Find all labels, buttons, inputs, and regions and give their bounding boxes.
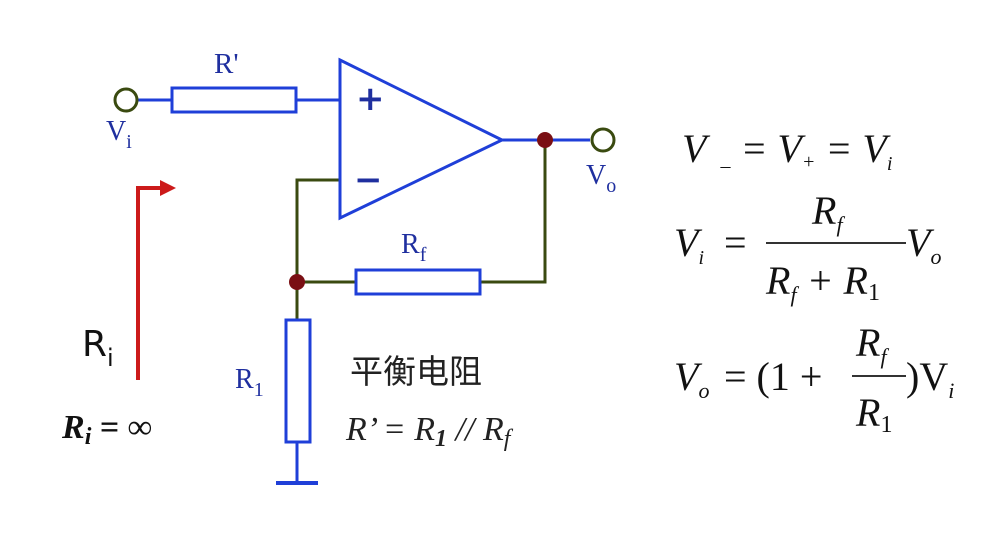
- balance-resistor-title: 平衡电阻: [350, 352, 482, 391]
- balance-f-f: f: [504, 426, 514, 452]
- eq3-post: )V: [906, 354, 948, 399]
- eq2-den-1: 1: [868, 280, 880, 306]
- label-rf: Rf: [401, 229, 427, 266]
- eq2-num-r: R: [811, 188, 836, 233]
- eq2-lhs: Vi: [674, 220, 704, 269]
- eq2-tail-o: o: [930, 244, 941, 269]
- label-v-in-sub: i: [126, 131, 132, 153]
- label-r-prime: R': [214, 48, 239, 80]
- ri-formula-i: i: [85, 424, 92, 450]
- label-v-in-main: V: [106, 116, 126, 147]
- eq2-denominator: Rf + R1: [765, 258, 880, 307]
- equation-virtual-short: V– = V+ = Vi: [682, 126, 892, 177]
- inverting-input-wire: [295, 178, 340, 282]
- balance-resistor-formula: R’ = R1 // Rf: [345, 411, 514, 452]
- eq2-lhs-v: V: [674, 220, 703, 265]
- label-r1-sub: 1: [254, 379, 264, 401]
- eq3-den-r: R: [855, 390, 880, 435]
- eq2-den-r: R: [765, 258, 790, 303]
- label-ri-sub: i: [107, 344, 114, 372]
- eq3-num-f: f: [880, 344, 889, 369]
- resistor-r1: [284, 318, 312, 444]
- input-terminal: [113, 87, 139, 113]
- label-rf-main: R: [401, 229, 420, 260]
- eq1-i: i: [887, 153, 893, 175]
- output-node: [537, 132, 553, 148]
- input-resistance-formula: Ri = ∞: [61, 409, 152, 450]
- eq1-minus: –: [719, 155, 731, 177]
- equation-divider: Vi = Rf Rf + R1 Vo: [674, 188, 941, 307]
- eq2-den-plus: + R: [797, 258, 868, 303]
- eq3-numerator: Rf: [855, 320, 889, 369]
- label-r1-main: R: [235, 364, 254, 395]
- label-v-out-sub: o: [606, 175, 616, 197]
- eq2-num-f: f: [836, 212, 845, 237]
- eq1-v: V: [682, 126, 711, 171]
- input-current-arrow: [136, 186, 164, 380]
- eq2-den-f: f: [790, 282, 799, 307]
- eq3-num-r: R: [855, 320, 880, 365]
- label-v-out: Vo: [586, 160, 616, 197]
- ri-formula-rest: = ∞: [91, 409, 152, 446]
- eq1-eq-a: = V: [730, 126, 806, 171]
- eq3-prefix: = (1 +: [724, 354, 822, 399]
- balance-f-r: R’ = R: [345, 411, 435, 448]
- eq2-equals: =: [724, 220, 747, 265]
- eq2-tail-v: V: [906, 220, 935, 265]
- label-ri: Ri: [82, 324, 114, 372]
- eq1-eq-b: = V: [815, 126, 891, 171]
- eq3-den-1: 1: [880, 412, 892, 438]
- eq3-lhs-v: V: [674, 354, 703, 399]
- balance-f-par: // R: [447, 411, 504, 448]
- input-current-arrowhead: [160, 180, 176, 196]
- eq3-denominator: R1: [855, 390, 892, 438]
- plus-sign: +: [356, 79, 385, 119]
- label-ri-main: R: [82, 324, 107, 365]
- eq2-lhs-i: i: [698, 247, 704, 269]
- label-v-out-main: V: [586, 160, 606, 191]
- feedback-wire-right: [480, 140, 547, 284]
- eq1-plus: +: [802, 151, 816, 173]
- eq3-suffix: )Vi: [906, 354, 954, 403]
- resistor-rf: [354, 268, 482, 296]
- output-terminal: [590, 127, 616, 153]
- eq3-lhs: Vo: [674, 354, 709, 403]
- label-v-in: Vi: [106, 116, 132, 153]
- eq3-post-i: i: [948, 378, 954, 403]
- eq3-lhs-o: o: [698, 378, 709, 403]
- op-amp-triangle: [338, 57, 506, 221]
- equation-gain: Vo = (1 + Rf R1 )Vi: [674, 320, 954, 438]
- feedback-node: [289, 274, 305, 290]
- minus-sign: −: [354, 160, 383, 200]
- resistor-r-prime: [170, 86, 298, 114]
- ri-formula-r: R: [61, 409, 85, 446]
- label-rf-sub: f: [420, 244, 427, 266]
- eq2-numerator: Rf: [811, 188, 845, 237]
- eq2-tail: Vo: [906, 220, 941, 269]
- label-r1: R1: [235, 364, 264, 401]
- balance-f-1: 1: [435, 426, 447, 452]
